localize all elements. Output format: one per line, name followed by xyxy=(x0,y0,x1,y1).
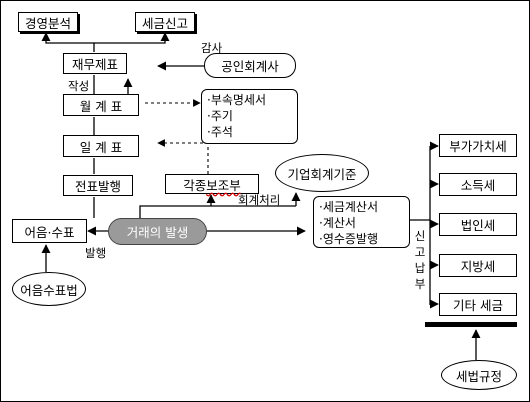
tax-income-label: 소득세 xyxy=(460,178,496,193)
tax-other-box: 기타 세금 xyxy=(439,293,517,316)
subsidiary-books-box: 각종 보조부 xyxy=(165,174,259,194)
tax-vat-box: 부가가치세 xyxy=(439,134,517,157)
tax-law-bar xyxy=(425,322,517,327)
supporting-schedules-item-1: ·부속명세서 xyxy=(207,93,267,107)
monthly-table-box: 월 계 표 xyxy=(63,94,139,116)
dotted-subsidiary-to-daily xyxy=(157,139,209,174)
tax-documents-item-3: ·영수증발행 xyxy=(319,232,379,246)
voucher-issuance-label: 전표발행 xyxy=(74,179,121,194)
issuance-label: 발행 xyxy=(85,246,107,260)
management-analysis-box: 경영분석 xyxy=(18,12,78,32)
tax-local-box: 지방세 xyxy=(439,254,517,277)
tax-local-label: 지방세 xyxy=(460,259,496,274)
arrow-to-tax-return xyxy=(94,32,170,44)
management-analysis-label: 경영분석 xyxy=(24,15,71,31)
tax-documents-item-2: ·계산서 xyxy=(319,216,356,230)
notes-checks-act-ellipse: 어음수표법 xyxy=(12,272,86,306)
notes-checks-box: 어음·수표 xyxy=(12,219,87,243)
arrow-to-management-analysis xyxy=(41,32,95,52)
accounting-processing-bus xyxy=(139,205,296,218)
cpa-label: 공인회계사 xyxy=(221,59,279,74)
tax-other-label: 기타 세금 xyxy=(453,298,503,313)
tax-income-box: 소득세 xyxy=(439,173,517,196)
accounting-standards-ellipse: 기업회계기준 xyxy=(275,154,369,192)
accounting-processing-label: 회계처리 xyxy=(238,193,281,207)
daily-table-label: 일 계 표 xyxy=(79,139,123,155)
subsidiary-books-underlined: 보조부 xyxy=(206,177,241,193)
preparation-label: 작성 xyxy=(68,79,90,93)
report-payment-label: 신고납부 xyxy=(414,229,426,291)
tax-law-ellipse: 세법규정 xyxy=(441,360,517,390)
tax-vat-label: 부가가치세 xyxy=(449,139,507,154)
financial-statements-box: 재무제표 xyxy=(63,53,127,74)
audit-label: 감사 xyxy=(201,41,223,55)
tax-documents-item-1: ·세금계산서 xyxy=(319,200,379,214)
tax-corporate-label: 법인세 xyxy=(460,218,496,233)
accounting-standards-label: 기업회계기준 xyxy=(287,166,357,182)
tax-return-box: 세금신고 xyxy=(135,12,195,32)
monthly-table-label: 월 계 표 xyxy=(79,98,123,114)
tax-documents-box: ·세금계산서 ·계산서 ·영수증발행 xyxy=(313,196,410,248)
subsidiary-books-prefix: 각종 xyxy=(183,177,207,193)
tax-return-label: 세금신고 xyxy=(141,15,188,31)
notes-checks-label: 어음·수표 xyxy=(24,224,75,240)
daily-table-box: 일 계 표 xyxy=(63,135,139,157)
supporting-schedules-item-3: ·주석 xyxy=(207,125,233,139)
voucher-issuance-box: 전표발행 xyxy=(63,175,133,196)
supporting-schedules-box: ·부속명세서 ·주기 ·주석 xyxy=(201,89,298,144)
cpa-ellipse: 공인회계사 xyxy=(204,53,296,78)
transaction-occurrence-label: 거래의 발생 xyxy=(126,225,189,240)
notes-checks-act-label: 어음수표법 xyxy=(20,282,78,298)
supporting-schedules-item-2: ·주기 xyxy=(207,109,233,123)
financial-statements-label: 재무제표 xyxy=(71,57,118,72)
tax-law-label: 세법규정 xyxy=(455,368,502,384)
transaction-occurrence-pill: 거래의 발생 xyxy=(108,218,207,245)
tax-corporate-box: 법인세 xyxy=(439,213,517,236)
